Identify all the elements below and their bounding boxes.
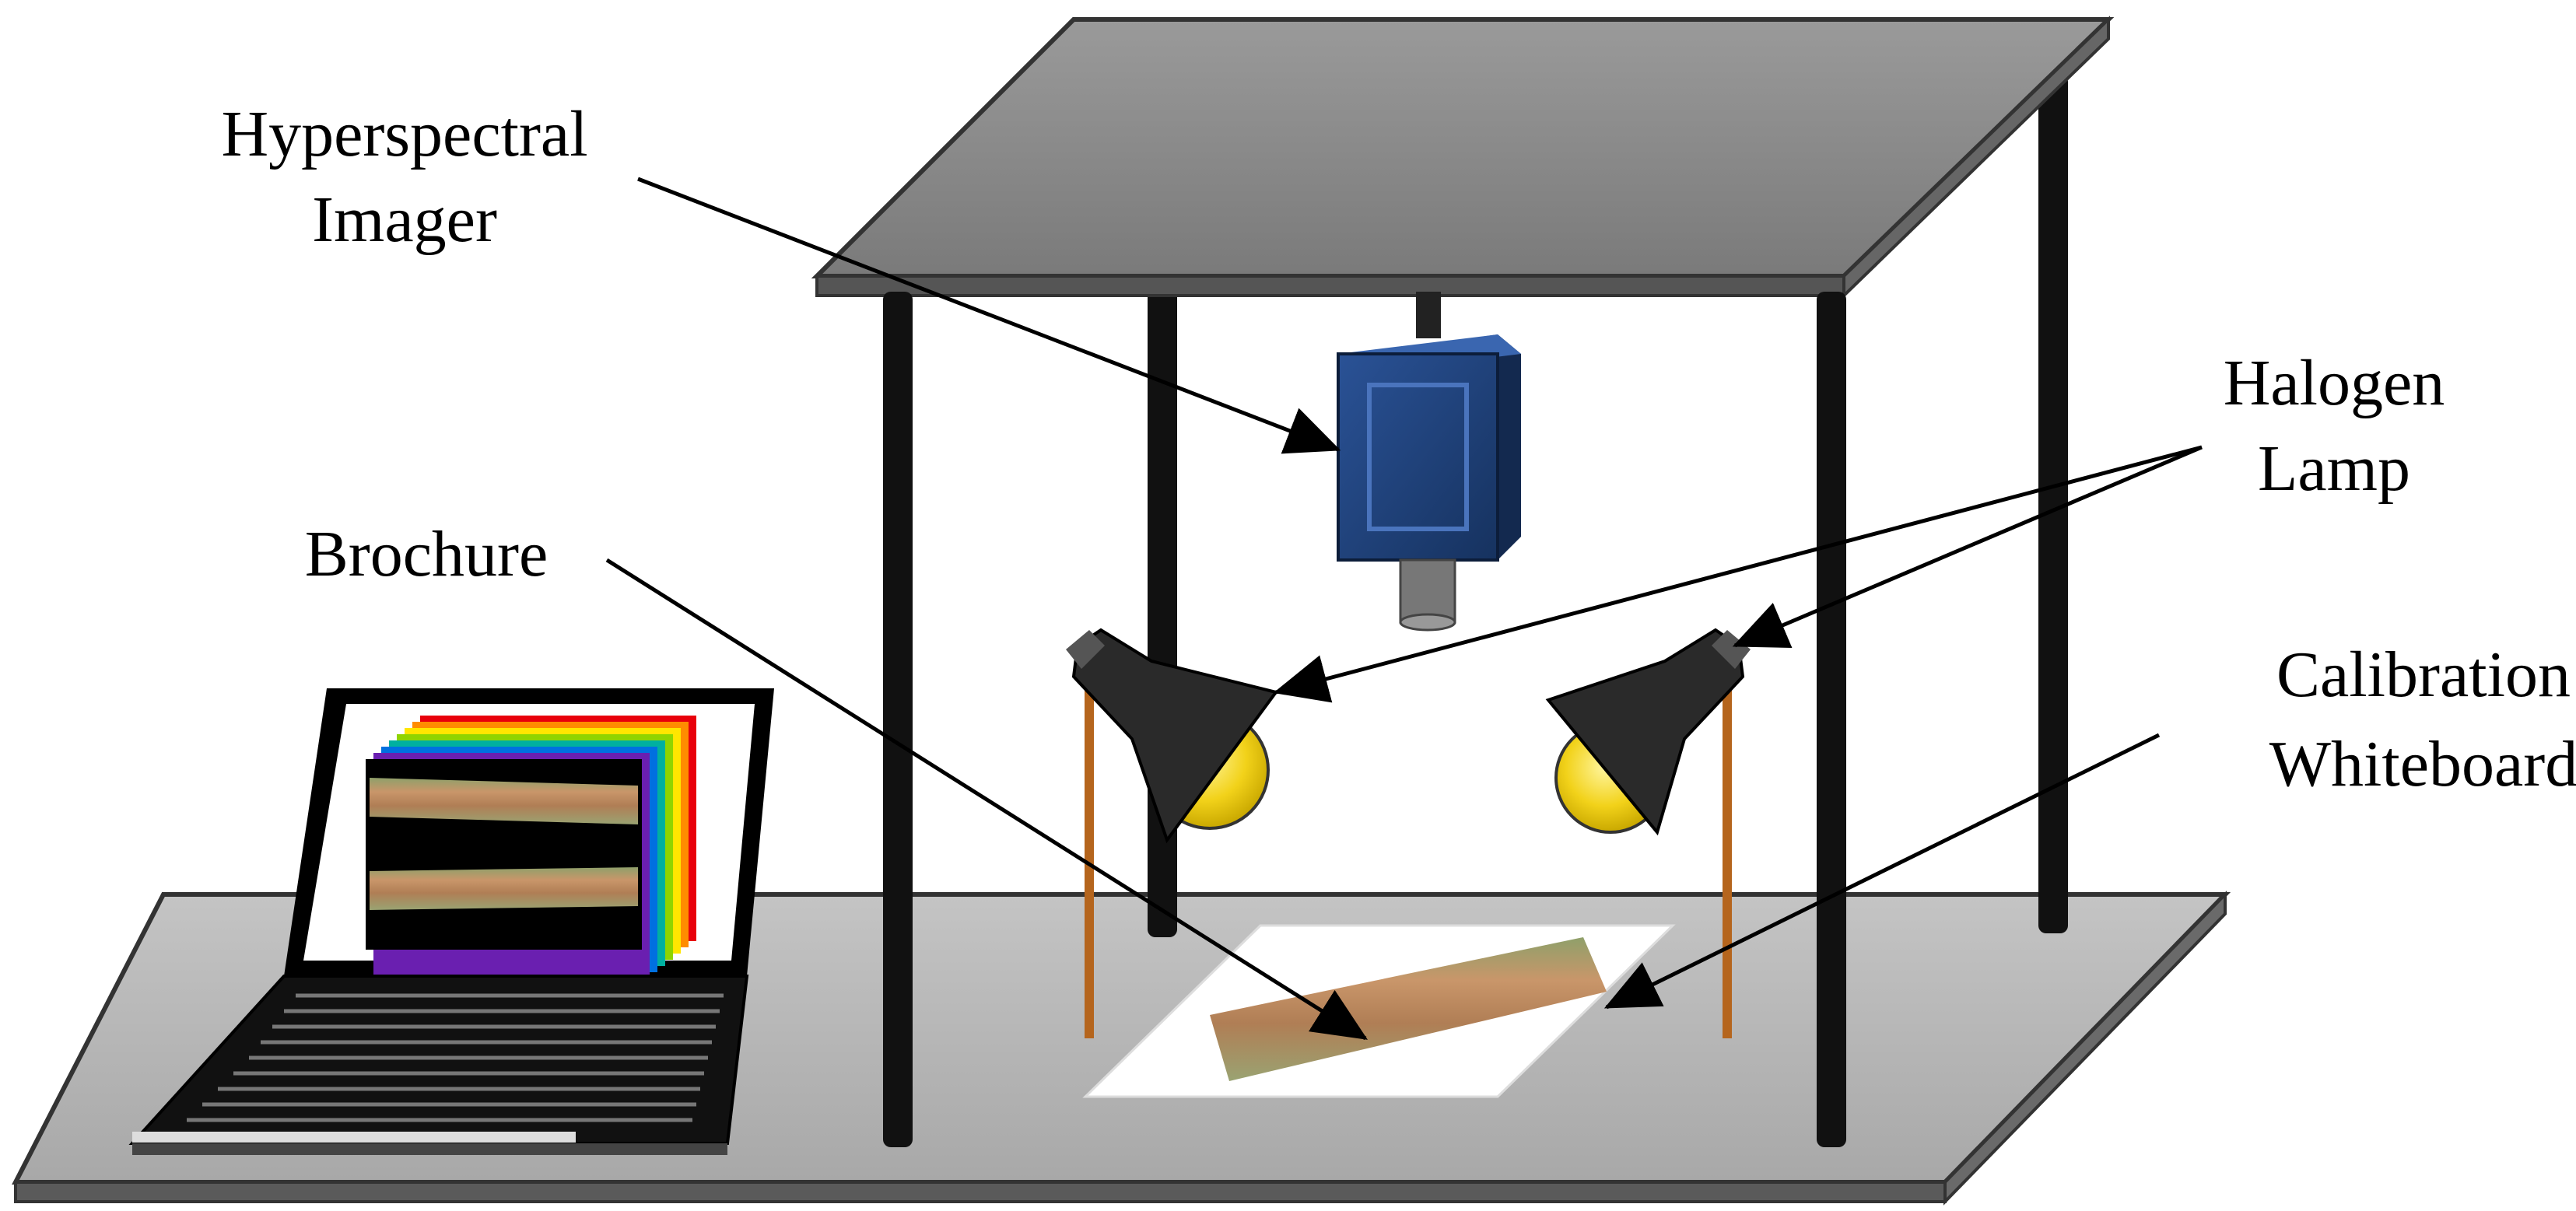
whiteboard-label-line1: Calibration	[2276, 639, 2571, 711]
imager-label-line2: Imager	[312, 184, 497, 256]
camera-box-icon	[1337, 292, 1521, 632]
halogen-lamp-icon	[1066, 628, 1279, 1038]
laptop-icon	[128, 688, 774, 1155]
lamp-label-line1: Halogen	[2224, 347, 2445, 419]
top-plate	[811, 16, 2115, 299]
whiteboard-label-line2: Whiteboard	[2269, 728, 2576, 800]
labels: Hyperspectral Imager Halogen Lamp Brochu…	[221, 98, 2576, 800]
brochure-label: Brochure	[305, 518, 548, 590]
frame-front-legs	[883, 292, 1846, 1147]
imager-label-line1: Hyperspectral	[221, 98, 587, 170]
imager-arrow	[637, 177, 1341, 454]
brochure-strip	[1210, 937, 1607, 1081]
lamp-arrow-left	[1273, 445, 2203, 703]
lamp-arrow-right	[1732, 445, 2203, 648]
whiteboard-arrow	[1603, 733, 2161, 1010]
lamp-label-line2: Lamp	[2258, 432, 2410, 505]
leader-arrows	[605, 177, 2203, 1041]
halogen-lamp-icon	[1545, 628, 1751, 1038]
brochure-arrow	[605, 558, 1368, 1041]
